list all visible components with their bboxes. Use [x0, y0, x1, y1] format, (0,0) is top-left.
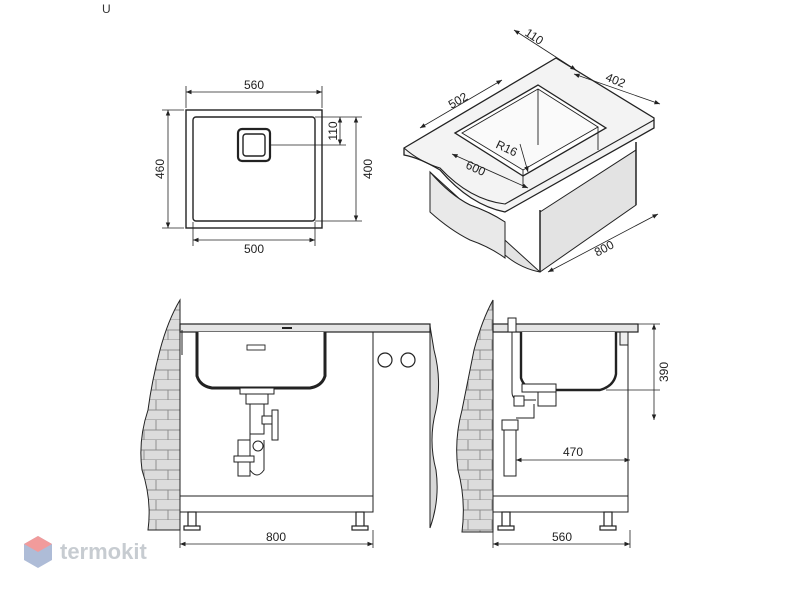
side-siphon	[501, 317, 557, 477]
front-sink-basin	[195, 332, 327, 390]
sink-inner-outline	[192, 116, 316, 222]
front-countertop	[179, 323, 431, 333]
label-iso-depth: 502	[446, 89, 471, 111]
label-height-inner: 400	[361, 159, 375, 179]
side-view	[456, 299, 660, 548]
label-iso-cabinet: 800	[592, 237, 617, 259]
label-iso-side: 402	[604, 70, 628, 91]
watermark-text: termokit	[60, 539, 147, 564]
dim-line-110-iso	[513, 29, 577, 71]
label-drain-offset: 110	[326, 121, 340, 140]
front-wall-right	[429, 325, 440, 529]
front-socket-1	[377, 352, 393, 368]
front-view	[140, 298, 440, 548]
side-sink-basin	[519, 332, 618, 392]
front-siphon	[233, 387, 279, 477]
label-side-cabinet-depth: 560	[552, 530, 572, 544]
side-view-labels: 390 470 560	[552, 362, 671, 544]
top-view	[162, 86, 362, 246]
dim-line-600	[451, 153, 529, 189]
label-front-cabinet: 800	[266, 530, 286, 544]
label-side-sink-depth: 390	[657, 362, 671, 382]
front-legs	[183, 511, 369, 531]
label-side-drain-distance: 470	[563, 445, 583, 459]
drain-square-inner	[242, 133, 266, 157]
dim-line-502	[419, 79, 503, 129]
top-view-labels: 560 500 460 110 400	[153, 78, 375, 256]
termokit-logo-icon	[24, 536, 52, 568]
front-wall-left	[140, 298, 181, 531]
label-width-outer: 560	[244, 78, 264, 92]
corner-mark: U	[102, 2, 111, 16]
label-height-outer: 460	[153, 159, 167, 179]
side-legs	[497, 511, 617, 531]
watermark: termokit	[22, 534, 147, 570]
front-socket-2	[400, 352, 416, 368]
dim-line-402	[573, 73, 661, 105]
side-wall	[456, 299, 494, 533]
label-width-inner: 500	[244, 242, 264, 256]
label-iso-rear: 110	[522, 26, 546, 48]
sink-outer-outline	[185, 109, 323, 229]
dim-line-800-iso	[547, 213, 659, 273]
iso-view	[403, 29, 661, 273]
